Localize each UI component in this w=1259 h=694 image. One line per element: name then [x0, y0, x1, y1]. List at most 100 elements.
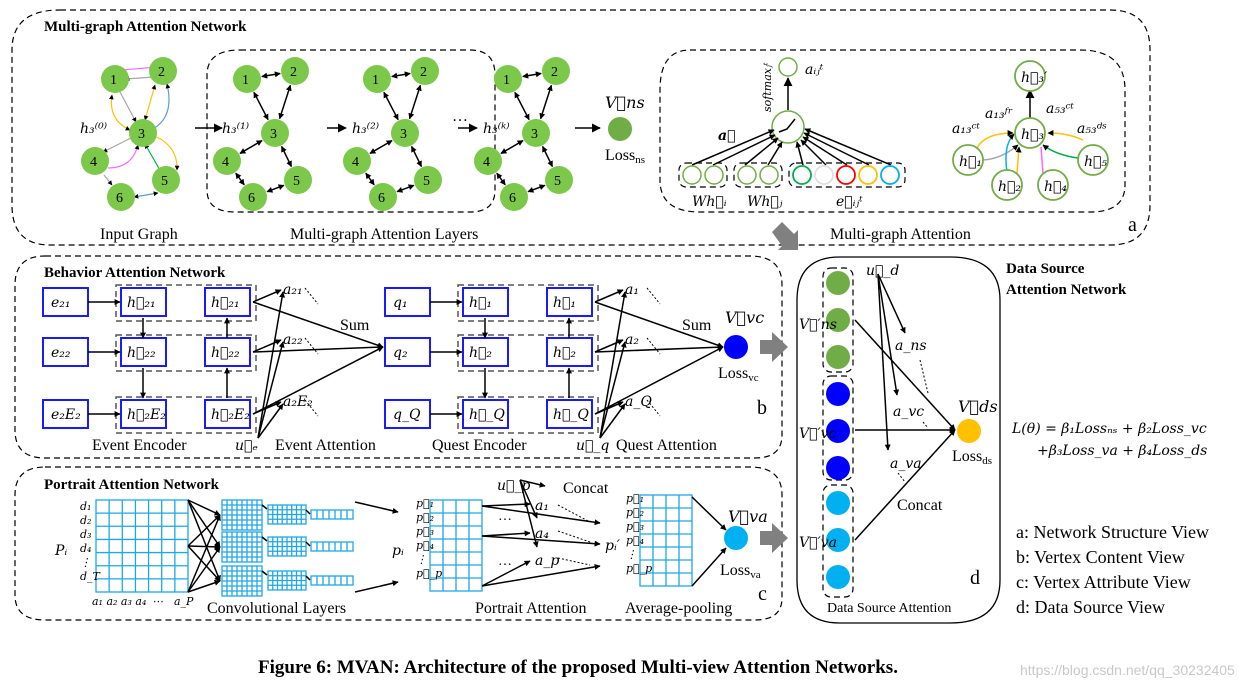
concat-label-d: Concat	[897, 497, 943, 514]
mga-label: Multi-graph Attention	[830, 226, 971, 243]
section-c-border	[14, 466, 783, 621]
graph-node-3	[129, 119, 157, 147]
loss-ns-label: Lossns	[605, 147, 645, 166]
v-ds-label: V⃗ds	[958, 397, 998, 416]
v-ns-label: V⃗ns	[605, 93, 645, 112]
node-label: 2	[420, 65, 427, 80]
view-vector-node	[826, 271, 850, 295]
section-d-border	[796, 256, 1001, 624]
backward-hidden-label: h⃖_Q	[553, 407, 589, 423]
attention-weight: a₂₂	[283, 332, 303, 348]
attention-mechanism: aᵢⱼᵗ softmaxⱼᵗ a⃗ Wh⃗ᵢ Wh⃗ⱼ e	[678, 57, 906, 210]
p-i-input-label: Pᵢ	[54, 543, 67, 559]
layer-edge	[391, 71, 411, 79]
layer-edge	[383, 91, 399, 121]
node-label: 1	[110, 73, 117, 88]
view-vector-node	[826, 419, 850, 443]
forward-hidden-label: h⃗₂₂	[127, 345, 156, 361]
weight-a1: a₁	[535, 498, 549, 514]
backward-hidden-box	[546, 287, 593, 317]
backward-hidden-box	[546, 399, 593, 429]
portrait-matrix	[429, 499, 483, 592]
conv-map-2	[267, 570, 307, 591]
view-vector-node	[826, 382, 850, 406]
view-legend: a: Network Structure View b: Vertex Cont…	[1016, 522, 1209, 617]
node-label: 1	[372, 73, 379, 88]
v-ns-node	[608, 117, 632, 141]
portrait-row-label: p⃗₄	[416, 539, 434, 552]
view-vector-node	[826, 308, 850, 332]
section-a-tag: a	[1128, 214, 1137, 236]
row-label: d₄	[80, 542, 91, 555]
view-vector-node	[826, 345, 850, 369]
layer-node-3	[391, 119, 419, 147]
layer-node-2	[281, 57, 309, 85]
layer-node-2	[542, 57, 570, 85]
node-label: 3	[531, 127, 538, 142]
forward-hidden-box	[462, 399, 509, 429]
loss-va-label: Lossva	[720, 562, 761, 581]
edge-feature-node	[792, 165, 812, 185]
forward-hidden-label: h⃗_Q	[469, 407, 505, 423]
backward-hidden-label: h⃖₁	[553, 295, 576, 311]
section-multi-graph-attention-network: Multi-graph Attention Network a 1 2 3	[11, 9, 1151, 246]
backward-hidden-box	[204, 287, 251, 317]
layers-ellipsis: …	[452, 108, 468, 125]
pooling-row-label: p⃗₁	[626, 492, 644, 505]
attention-weight: a₂E₂	[283, 394, 313, 410]
backward-hidden-label: h⃖₂E₂	[211, 407, 250, 423]
quest-query-label: u⃗_q	[576, 438, 609, 454]
layer-edge	[527, 184, 546, 193]
input-label: q₂	[393, 345, 408, 361]
col-labels: a₁ a₂ a₃ a₄	[92, 595, 146, 608]
v-va-group	[822, 484, 854, 598]
layer-node-5	[284, 166, 312, 194]
weight-a4: a₄	[535, 526, 549, 542]
legend-item-b: b: Vertex Content View	[1016, 547, 1185, 567]
layer-edge	[396, 184, 415, 193]
node-label: 1	[503, 73, 510, 88]
block-arrow-right-c	[760, 523, 788, 553]
portrait-row-label: p⃗₁	[416, 497, 434, 510]
weight-a-ns: a_ns	[895, 338, 927, 354]
agg-node-label: h⃗₁	[959, 154, 982, 170]
backward-hidden-box	[546, 337, 593, 367]
layer-edge	[514, 91, 530, 121]
node-label: 2	[290, 65, 297, 80]
col-ellipsis: ⋯	[152, 595, 163, 608]
forward-hidden-label: h⃗₂	[469, 345, 492, 361]
agg-node	[1077, 144, 1109, 176]
watermark: https://blog.csdn.net/qq_30232405	[1020, 662, 1235, 678]
v-vc-label: V⃗vc	[725, 308, 764, 327]
concat-label-c: Concat	[563, 480, 609, 497]
row-label: d₁	[80, 500, 91, 513]
wh-j-group	[733, 162, 783, 188]
edge-feature-node	[814, 165, 834, 185]
layer-node-5	[545, 166, 573, 194]
section-d-title-2: Attention Network	[1006, 282, 1127, 298]
conv-layers-label: Convolutional Layers	[207, 600, 346, 617]
agg-node	[991, 169, 1023, 201]
h3-k-label: h₃⁽ᵏ⁾	[483, 121, 510, 137]
section-a-title: Multi-graph Attention Network	[44, 19, 247, 35]
node-label: 3	[270, 127, 277, 142]
input-label: e₂₁	[51, 295, 71, 311]
wh-i-label: Wh⃗ᵢ	[692, 194, 727, 210]
v-ns-prime-label: V⃗′ns	[799, 317, 837, 333]
layer-node-5	[414, 166, 442, 194]
agg-node-label: h⃗₄	[1044, 179, 1067, 195]
agg-node-label: h⃗₃	[1021, 127, 1044, 143]
layer-edge	[500, 139, 524, 155]
legend-item-c: c: Vertex Attribute View	[1016, 572, 1191, 592]
h3-1-label: h₃⁽¹⁾	[222, 121, 250, 137]
legend-item-a: a: Network Structure View	[1016, 522, 1209, 542]
layer-edge	[522, 71, 542, 79]
graph-node-1	[101, 65, 129, 93]
layer-node-2	[411, 57, 439, 85]
layer-edge	[365, 172, 375, 186]
weight-a-vc: a_vc	[893, 404, 924, 420]
graph-node-6	[107, 183, 135, 211]
view-vector-node	[826, 491, 850, 515]
pooling-matrix	[639, 494, 693, 587]
